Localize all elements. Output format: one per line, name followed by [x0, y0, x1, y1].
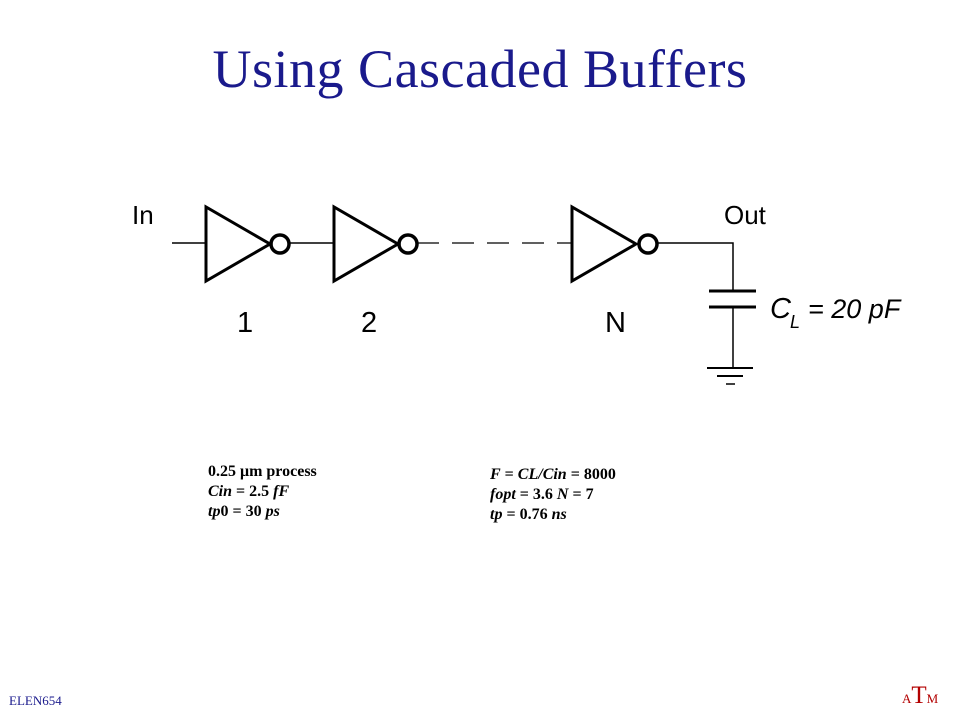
result-parameters: F = CL/Cin = 8000 fopt = 3.6 N = 7 tp = …	[490, 465, 616, 525]
process-parameters: 0.25 μm process Cin = 2.5 fF tp0 = 30 ps	[208, 462, 317, 522]
load-symbol: C	[770, 293, 792, 325]
param-tp0: tp0 = 30 ps	[208, 503, 280, 520]
ground-icon	[707, 367, 753, 385]
slide-title: Using Cascaded Buffers	[212, 39, 748, 99]
stage-label-n: N	[605, 307, 626, 339]
output-wire	[657, 242, 734, 290]
inverter-icon	[204, 204, 291, 284]
param-tp: tp = 0.76 ns	[490, 506, 567, 523]
capacitor-icon	[709, 289, 756, 309]
load-value: = 20 pF	[808, 294, 902, 324]
stage-label-1: 1	[237, 307, 253, 339]
param-cin: Cin = 2.5 fF	[208, 483, 290, 500]
load-subscript: L	[790, 312, 800, 332]
output-label: Out	[724, 200, 767, 230]
inverter-icon	[570, 204, 659, 284]
param-process: 0.25 μm process	[208, 463, 317, 480]
inverter-icon	[332, 204, 419, 284]
atm-logo: ATM	[902, 682, 939, 709]
stage-label-2: 2	[361, 307, 377, 339]
param-fopt: fopt = 3.6 N = 7	[490, 486, 594, 503]
input-label: In	[132, 200, 154, 230]
param-fanout: F = CL/Cin = 8000	[490, 466, 616, 483]
load-capacitance-label: C L = 20 pF	[770, 293, 902, 332]
course-code: ELEN654	[9, 693, 62, 708]
